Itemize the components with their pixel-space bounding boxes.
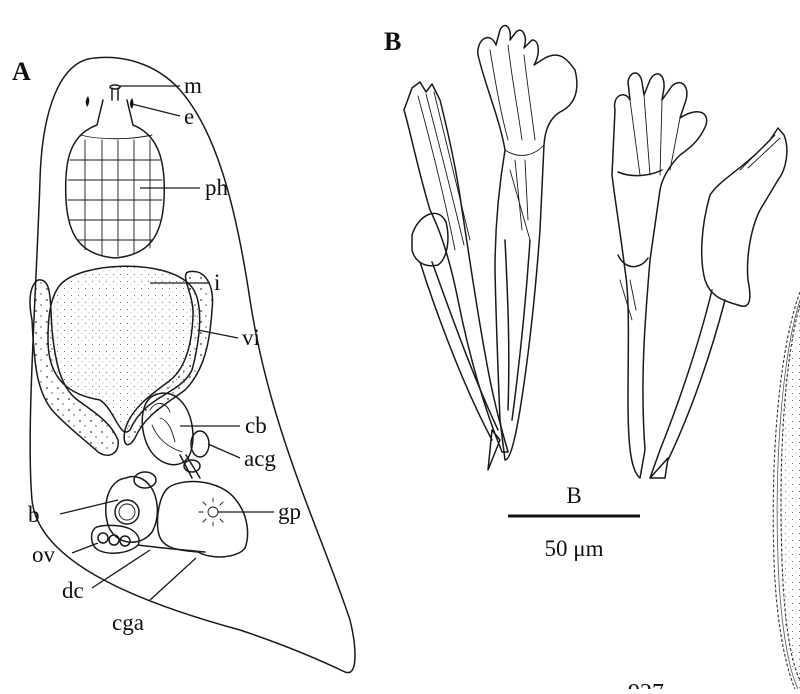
pharynx bbox=[64, 99, 166, 259]
corner-text: 927 bbox=[628, 680, 664, 689]
leader-dc bbox=[91, 549, 151, 589]
label-gp: gp bbox=[278, 499, 301, 524]
panel-b: B bbox=[384, 24, 800, 694]
label-b: b bbox=[28, 502, 40, 527]
label-vi: vi bbox=[242, 325, 260, 350]
eye-right bbox=[130, 98, 134, 109]
leader-vi bbox=[197, 329, 239, 339]
label-e: e bbox=[184, 104, 194, 129]
leader-b bbox=[59, 499, 119, 515]
genital-atrium bbox=[156, 480, 249, 558]
label-ph: ph bbox=[205, 175, 229, 200]
copulatory-stylet-left-2 bbox=[477, 24, 578, 461]
label-m: m bbox=[184, 73, 202, 98]
gland-lobe bbox=[133, 471, 157, 489]
bursa bbox=[105, 475, 159, 543]
leader-acg bbox=[207, 443, 241, 459]
mouth bbox=[109, 84, 121, 101]
accessory-gland-small bbox=[183, 459, 201, 473]
label-i: i bbox=[214, 270, 220, 295]
label-dc: dc bbox=[62, 578, 84, 603]
label-cga: cga bbox=[112, 610, 144, 635]
scale-bar: B 50 μm bbox=[508, 483, 640, 561]
leader-cga bbox=[149, 557, 197, 601]
panel-a-letter: A bbox=[12, 57, 31, 86]
ovary bbox=[90, 524, 140, 554]
label-acg: acg bbox=[244, 446, 276, 471]
copulatory-stylet-left-1 bbox=[403, 81, 509, 471]
panel-b-letter: B bbox=[384, 27, 401, 56]
label-ov: ov bbox=[32, 542, 56, 567]
partial-specimen-right bbox=[772, 291, 800, 690]
accessory-gland bbox=[190, 430, 210, 458]
duct bbox=[137, 544, 206, 553]
vitellaria-left bbox=[29, 279, 119, 456]
copulatory-stylet-right-1 bbox=[611, 72, 708, 479]
leader-ov bbox=[71, 542, 99, 554]
scale-bar-value: 50 μm bbox=[545, 536, 604, 561]
leader-e bbox=[131, 103, 181, 117]
scale-bar-letter: B bbox=[566, 483, 581, 508]
eye-left bbox=[85, 96, 90, 107]
copulatory-bulb bbox=[141, 392, 201, 479]
label-cb: cb bbox=[245, 413, 267, 438]
panel-a: A bbox=[12, 56, 356, 674]
copulatory-stylet-right-2 bbox=[649, 127, 788, 479]
